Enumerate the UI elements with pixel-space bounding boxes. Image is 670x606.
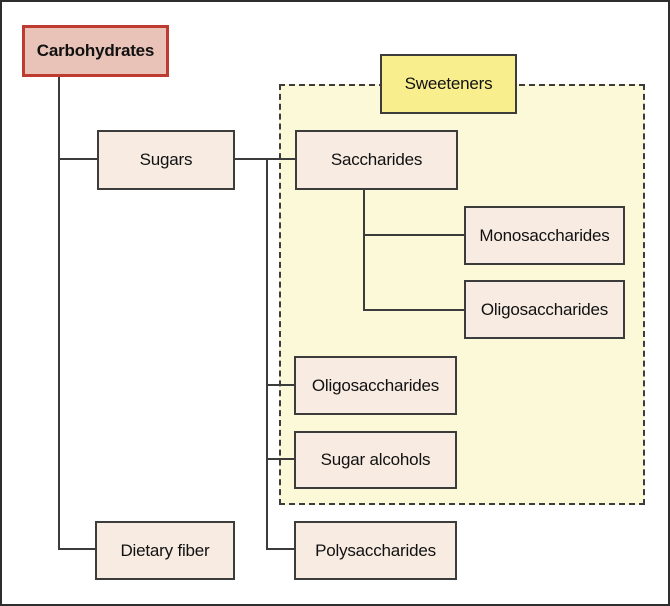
connector-line bbox=[59, 548, 97, 550]
connector-line bbox=[267, 458, 296, 460]
node-sweeteners: Sweeteners bbox=[380, 54, 517, 114]
node-saccharides: Saccharides bbox=[295, 130, 458, 190]
node-oligosaccharides-inner: Oligosaccharides bbox=[464, 280, 625, 339]
node-dietary-fiber: Dietary fiber bbox=[95, 521, 235, 580]
node-saccharides-label: Saccharides bbox=[330, 150, 423, 169]
connector-line bbox=[58, 76, 60, 550]
node-carbohydrates-label: Carbohydrates bbox=[36, 41, 155, 60]
connector-line bbox=[364, 234, 465, 236]
connector-line bbox=[59, 158, 98, 160]
connector-line bbox=[267, 548, 296, 550]
node-sweeteners-label: Sweeteners bbox=[404, 74, 493, 93]
node-monosaccharides: Monosaccharides bbox=[464, 206, 625, 265]
node-monosaccharides-label: Monosaccharides bbox=[479, 225, 610, 245]
node-sugars: Sugars bbox=[97, 130, 235, 190]
node-sugars-label: Sugars bbox=[139, 150, 193, 169]
node-polysaccharides: Polysaccharides bbox=[294, 521, 457, 580]
connector-line bbox=[267, 384, 296, 386]
node-oligosaccharides-inner-label: Oligosaccharides bbox=[480, 299, 609, 319]
connector-line bbox=[266, 158, 268, 550]
node-polysaccharides-label: Polysaccharides bbox=[315, 540, 436, 560]
node-oligosaccharides-outer-label: Oligosaccharides bbox=[311, 375, 440, 395]
node-carbohydrates: Carbohydrates bbox=[22, 25, 169, 77]
node-sugar-alcohols-label: Sugar alcohols bbox=[320, 450, 431, 469]
node-oligosaccharides-outer: Oligosaccharides bbox=[294, 356, 457, 415]
connector-line bbox=[363, 190, 365, 311]
connector-line bbox=[234, 158, 296, 160]
node-sugar-alcohols: Sugar alcohols bbox=[294, 431, 457, 489]
node-dietary-fiber-label: Dietary fiber bbox=[120, 540, 210, 560]
connector-line bbox=[364, 309, 465, 311]
